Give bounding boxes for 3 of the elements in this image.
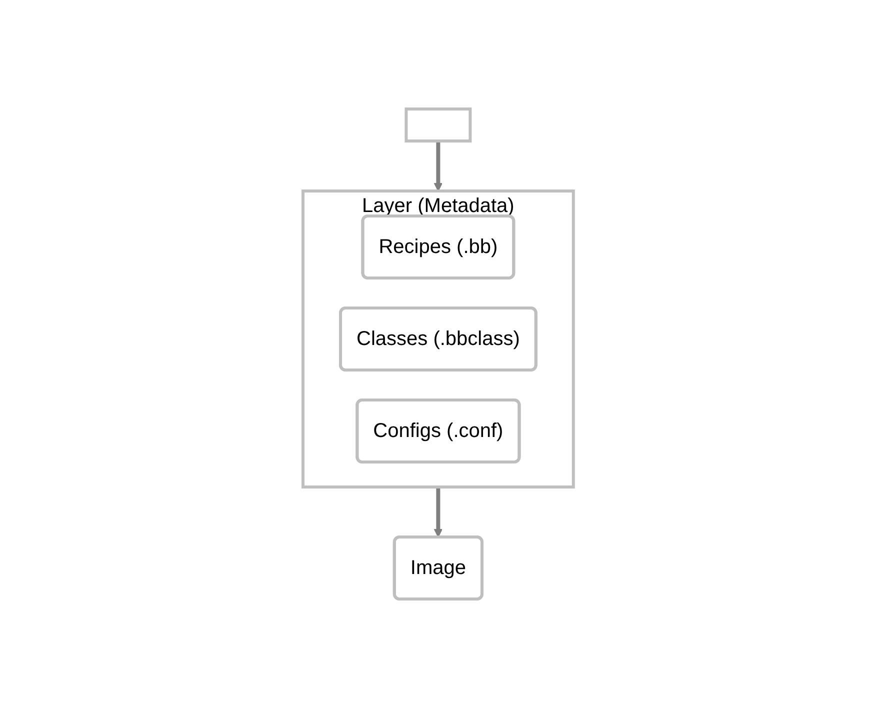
arrow <box>434 487 442 538</box>
node-box <box>404 108 472 142</box>
arrow <box>434 141 442 192</box>
